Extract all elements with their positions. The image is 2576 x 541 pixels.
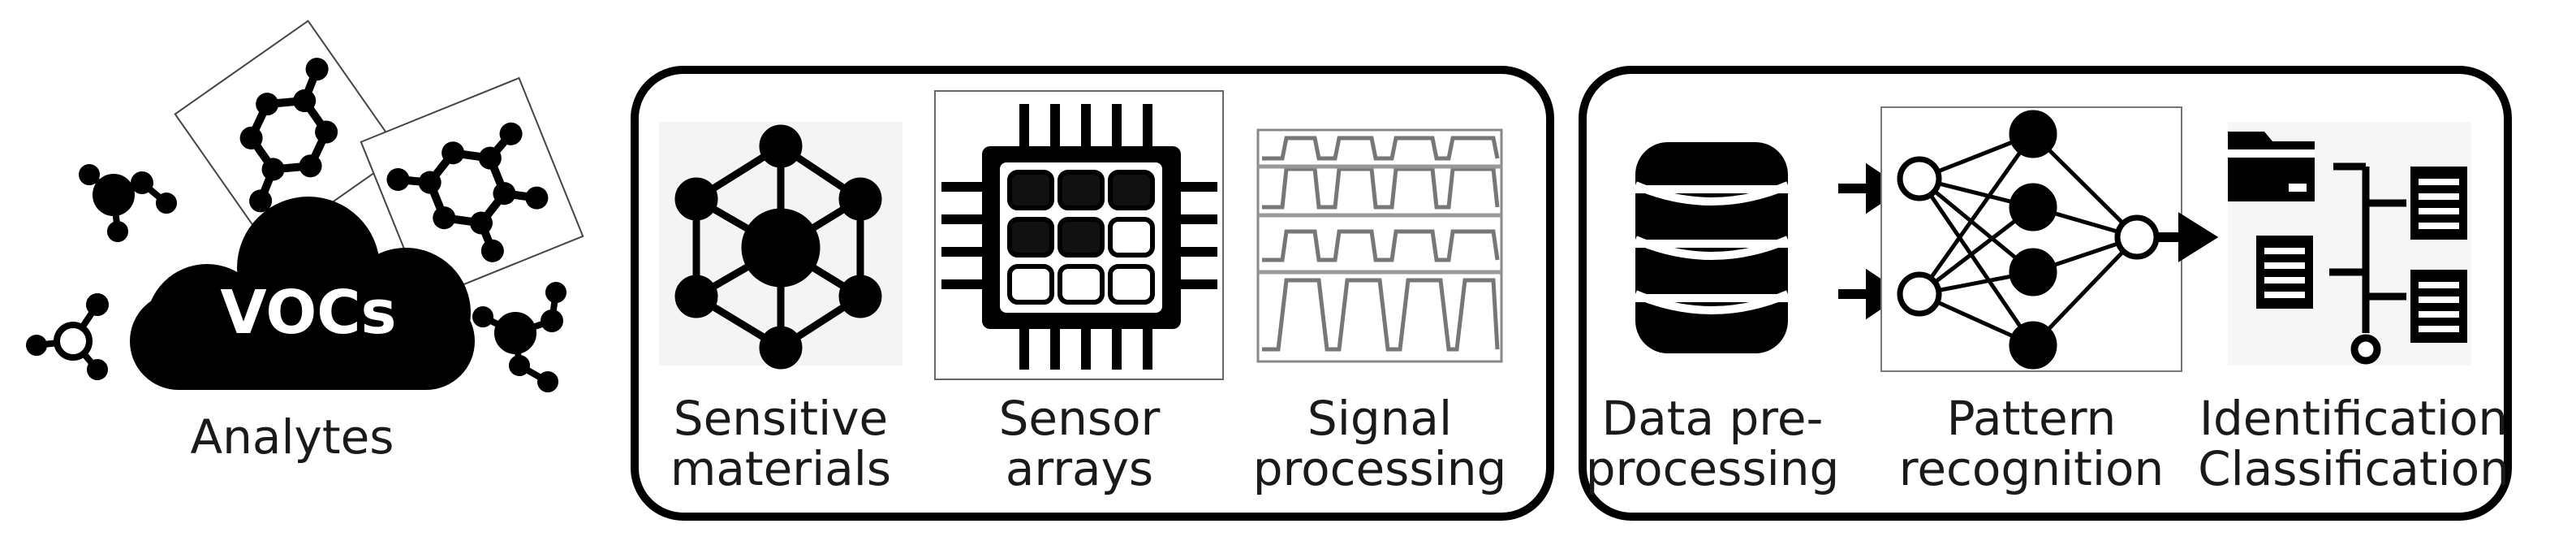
sensor-chip-icon [934, 90, 1224, 380]
molecule-card-2 [360, 76, 584, 301]
label-data-preprocessing-1: Data pre- [1602, 391, 1824, 446]
label-sensitive-materials-1: Sensitive [674, 391, 888, 446]
label-sensor-arrays-2: arrays [1006, 441, 1153, 496]
molecule-icon [386, 122, 549, 262]
label-data-preprocessing-2: processing [1586, 441, 1840, 496]
molecule-icon [79, 164, 177, 242]
molecule-icon [26, 293, 109, 380]
molecule-icon [239, 58, 338, 213]
classification-tree-icon [2228, 122, 2471, 366]
software-panel: Data pre- processing Pattern recognition… [1579, 66, 2512, 521]
label-signal-processing-1: Signal [1307, 391, 1452, 446]
molecule-card-1 [174, 19, 403, 249]
neural-network-icon [1880, 106, 2182, 372]
label-sensor-arrays-1: Sensor [999, 391, 1161, 446]
cloud-icon [130, 197, 475, 390]
label-pattern-recognition-2: recognition [1899, 441, 2164, 496]
analytes-group: VOCs Analytes [26, 19, 584, 465]
database-icon [1634, 142, 1790, 353]
hardware-panel: Sensitive materials Sensor arrays Signal… [631, 66, 1554, 521]
output-arrow-icon [2157, 212, 2219, 262]
label-pattern-recognition-1: Pattern [1947, 391, 2117, 446]
molecular-network-icon [659, 122, 902, 370]
label-sensitive-materials-2: materials [670, 441, 891, 496]
vocs-label: VOCs [220, 278, 396, 348]
label-classification: Classification [2198, 441, 2509, 496]
analytes-caption: Analytes [190, 409, 394, 465]
label-identification: Identification [2199, 391, 2508, 446]
label-signal-processing-2: processing [1253, 441, 1507, 496]
signal-waveform-icon [1256, 128, 1503, 363]
molecule-icon [472, 282, 566, 392]
